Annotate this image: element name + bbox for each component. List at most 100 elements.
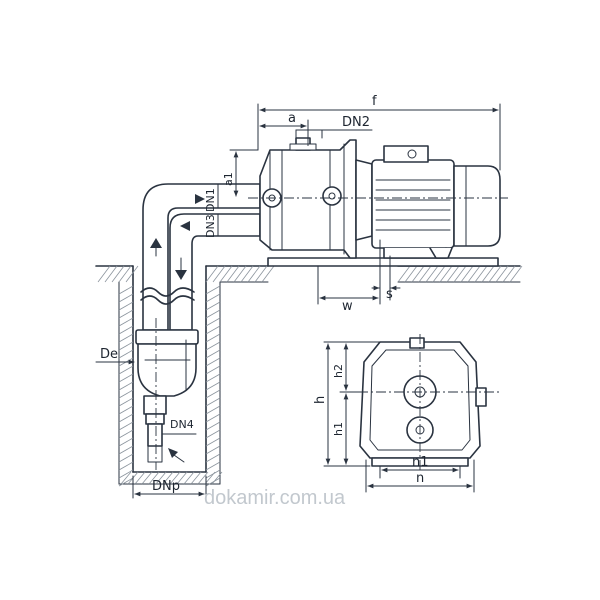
label-n1: n1 xyxy=(412,455,429,470)
hatch-mark xyxy=(118,301,134,311)
label-w: w xyxy=(342,299,353,314)
hatch-mark xyxy=(118,285,134,295)
hatch-mark xyxy=(240,265,254,283)
hatch-mark xyxy=(439,265,453,283)
ejector xyxy=(135,329,199,463)
hatch-mark xyxy=(212,265,226,283)
hatch-mark xyxy=(111,265,125,283)
hatch-mark xyxy=(97,265,111,283)
hatch-mark xyxy=(125,265,139,283)
hatch-mark xyxy=(176,471,188,485)
dimension-h: h xyxy=(313,341,381,467)
hatch-mark xyxy=(205,381,221,391)
dimension-h2: h2 xyxy=(332,343,361,393)
dimension-de: De xyxy=(95,347,135,365)
hatch-mark xyxy=(118,445,134,455)
label-dn3: DN3 xyxy=(204,214,217,238)
hatch-mark xyxy=(205,349,221,359)
hatch-mark xyxy=(190,471,202,485)
dimension-w: w xyxy=(317,239,381,314)
hatch-mark xyxy=(205,429,221,439)
hatch-mark xyxy=(118,453,134,463)
hatch-mark xyxy=(205,285,221,295)
hatch-mark xyxy=(474,265,488,283)
hatch-mark xyxy=(404,265,418,283)
hatch-mark xyxy=(148,471,160,485)
hatch-mark xyxy=(118,373,134,383)
hatch-mark xyxy=(104,265,118,283)
hatch-mark xyxy=(432,265,446,283)
dimension-dn2: DN2 xyxy=(295,115,373,139)
hatch-mark xyxy=(118,421,134,431)
hatch-mark xyxy=(418,265,432,283)
dimension-a1: a1 xyxy=(222,149,259,197)
dimension-s: s xyxy=(371,255,401,302)
hatch-mark xyxy=(118,317,134,327)
hatch-mark xyxy=(211,471,223,485)
hatch-mark xyxy=(118,265,132,283)
hatch-mark xyxy=(488,265,502,283)
hatch-mark xyxy=(205,445,221,455)
hatch-mark xyxy=(169,471,181,485)
label-n: n xyxy=(416,471,424,486)
pump-front-view xyxy=(340,334,500,472)
hatch-mark xyxy=(120,471,132,485)
hatch-mark xyxy=(205,325,221,335)
suction-pipe xyxy=(140,183,261,331)
hatch-mark xyxy=(118,293,134,303)
hatch-mark xyxy=(205,373,221,383)
hatch-mark xyxy=(162,471,174,485)
hatch-mark xyxy=(205,309,221,319)
hatch-mark xyxy=(205,397,221,407)
hatch-mark xyxy=(205,389,221,399)
hatch-mark xyxy=(118,413,134,423)
hatch-mark xyxy=(495,265,509,283)
hatch-mark xyxy=(118,405,134,415)
hatch-mark xyxy=(204,471,216,485)
hatch-mark xyxy=(118,341,134,351)
label-h2: h2 xyxy=(332,364,345,378)
hatch-mark xyxy=(219,265,233,283)
hatch-mark xyxy=(118,381,134,391)
hatch-mark xyxy=(205,405,221,415)
hatch-mark xyxy=(118,325,134,335)
dimension-a: a xyxy=(259,111,309,141)
hatch-mark xyxy=(205,341,221,351)
ground-hatch-marks xyxy=(97,265,523,487)
hatch-mark xyxy=(155,471,167,485)
label-f: f xyxy=(372,94,377,109)
label-dn2: DN2 xyxy=(342,115,370,130)
hatch-mark xyxy=(205,413,221,423)
label-dn4: DN4 xyxy=(170,418,194,431)
dimension-dn3: DN3 xyxy=(204,213,219,238)
label-a: a xyxy=(288,111,296,126)
hatch-mark xyxy=(205,357,221,367)
hatch-mark xyxy=(481,265,495,283)
hatch-mark xyxy=(467,265,481,283)
motor xyxy=(371,145,501,259)
hatch-mark xyxy=(411,265,425,283)
base-plate xyxy=(267,257,499,267)
label-s: s xyxy=(386,287,393,302)
hatch-mark xyxy=(509,265,523,283)
hatch-mark xyxy=(118,389,134,399)
hatch-mark xyxy=(233,265,247,283)
hatch-mark xyxy=(425,265,439,283)
hatch-mark xyxy=(118,477,134,487)
hatch-mark xyxy=(183,471,195,485)
hatch-mark xyxy=(118,309,134,319)
hatch-mark xyxy=(118,349,134,359)
dimension-dn1: DN1 xyxy=(204,183,219,212)
hatch-mark xyxy=(247,265,261,283)
hatch-mark xyxy=(118,429,134,439)
hatch-mark xyxy=(134,471,146,485)
label-dnp: DNp xyxy=(152,479,180,494)
hatch-mark xyxy=(118,469,134,479)
hatch-mark xyxy=(226,265,240,283)
hatch-mark xyxy=(453,265,467,283)
dimension-n1: n1 xyxy=(379,455,461,479)
watermark-text: dokamir.com.ua xyxy=(204,487,346,509)
label-dn1: DN1 xyxy=(204,188,217,212)
